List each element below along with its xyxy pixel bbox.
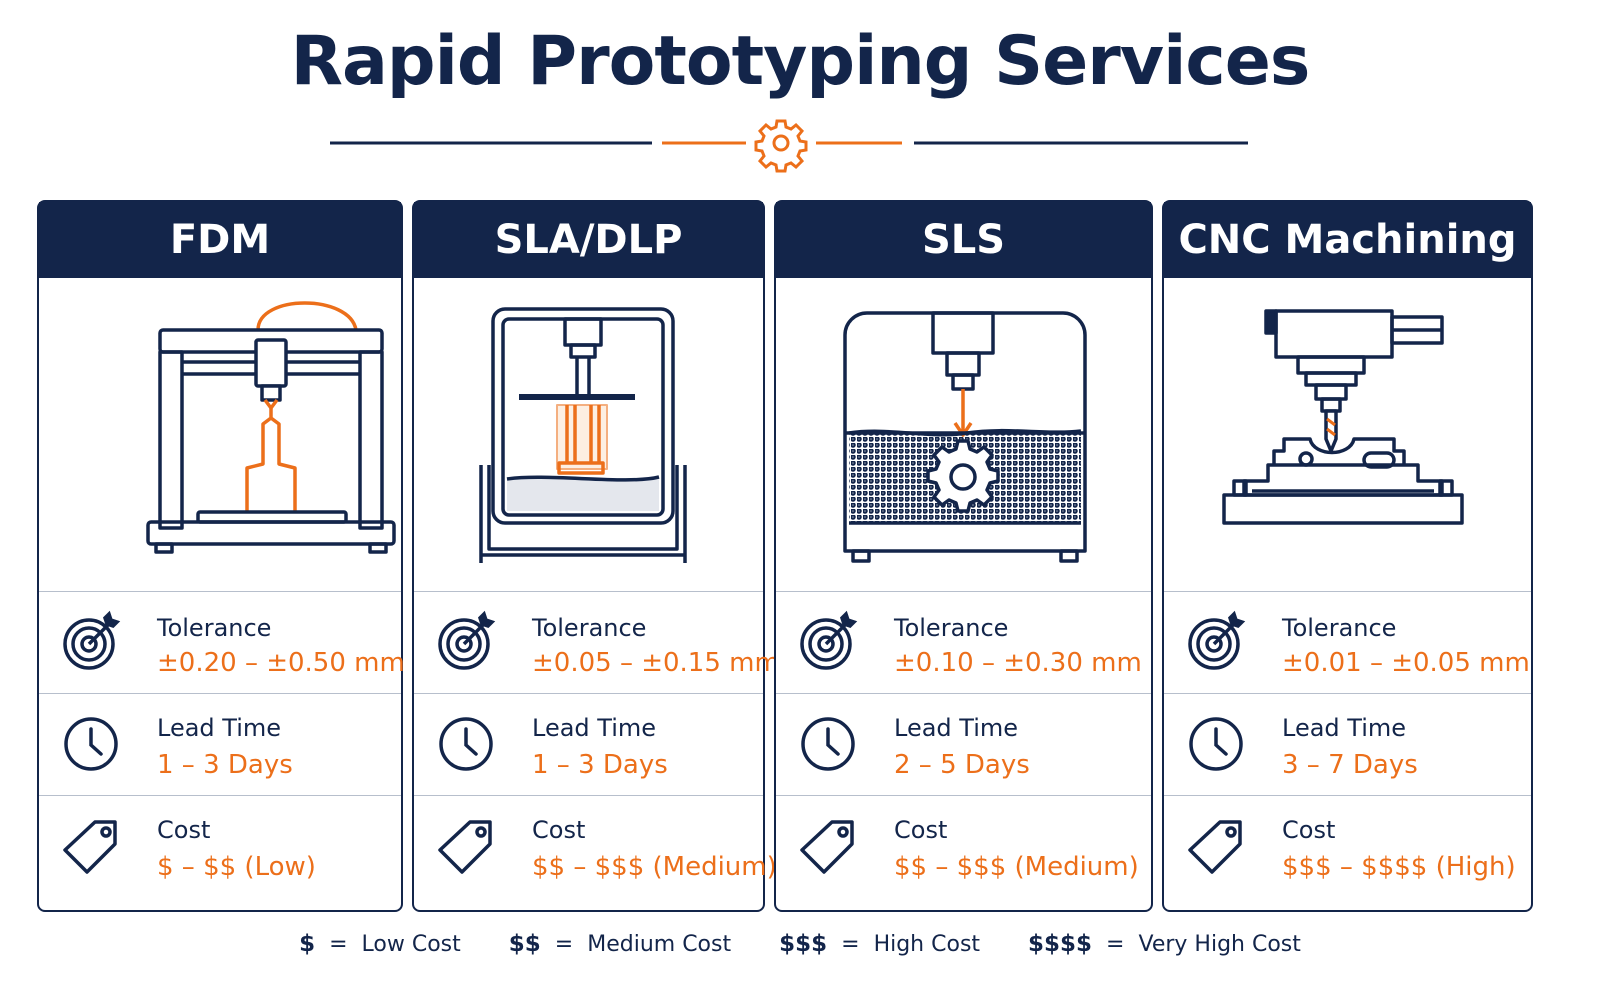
sls-powder-bed-icon	[842, 310, 1087, 563]
lead-time-label: Lead Time	[532, 714, 657, 742]
card-title: SLA/DLP	[414, 202, 763, 278]
cost-label: Cost	[894, 816, 948, 844]
legend-item: $$$$ = Very High Cost	[1028, 931, 1301, 957]
clock-icon	[64, 717, 118, 771]
clock-icon	[1189, 717, 1243, 771]
target-icon	[63, 610, 121, 670]
cost-row: Cost $$ – $$$ (Medium)	[776, 796, 1151, 912]
title-divider	[330, 119, 1248, 173]
cnc-mill-icon	[1221, 308, 1464, 525]
target-icon	[800, 610, 858, 670]
lead-time-label: Lead Time	[157, 714, 282, 742]
tolerance-value: ±0.05 – ±0.15 mm	[532, 648, 780, 678]
service-card-sls: SLS	[774, 200, 1153, 912]
service-card-sla-dlp: SLA/DLP Tolerance ±	[412, 200, 780, 912]
legend-item: $$$ = High Cost	[779, 931, 980, 957]
cost-row: Cost $$ – $$$ (Medium)	[414, 796, 777, 912]
cost-label: Cost	[1282, 816, 1336, 844]
service-card-fdm: FDM Tol	[37, 200, 405, 912]
card-title: CNC Machining	[1164, 202, 1531, 278]
legend-meaning: Very High Cost	[1138, 931, 1301, 957]
lead-time-value: 2 – 5 Days	[894, 750, 1030, 780]
clock-icon	[439, 717, 493, 771]
lead-time-row: Lead Time 2 – 5 Days	[776, 694, 1151, 796]
price-tag-icon	[800, 820, 854, 874]
clock-icon	[801, 717, 855, 771]
lead-time-value: 3 – 7 Days	[1282, 750, 1418, 780]
price-tag-icon	[1188, 820, 1242, 874]
legend-symbol: $$$	[779, 931, 828, 957]
tolerance-value: ±0.01 – ±0.05 mm	[1282, 648, 1530, 678]
price-tag-icon	[63, 820, 117, 874]
tolerance-value: ±0.20 – ±0.50 mm	[157, 648, 405, 678]
cost-row: Cost $ – $$ (Low)	[39, 796, 401, 912]
cost-value: $$ – $$$ (Medium)	[532, 852, 777, 882]
tolerance-row: Tolerance ±0.05 – ±0.15 mm	[414, 592, 780, 694]
tolerance-label: Tolerance	[1282, 614, 1397, 642]
lead-time-value: 1 – 3 Days	[157, 750, 293, 780]
gear-icon	[754, 119, 808, 173]
tolerance-label: Tolerance	[894, 614, 1009, 642]
price-tag-icon	[438, 820, 492, 874]
legend-symbol: $$$$	[1028, 931, 1093, 957]
lead-time-label: Lead Time	[894, 714, 1019, 742]
cost-label: Cost	[157, 816, 211, 844]
tolerance-label: Tolerance	[532, 614, 647, 642]
tolerance-value: ±0.10 – ±0.30 mm	[894, 648, 1142, 678]
legend-item: $$ = Medium Cost	[509, 931, 731, 957]
card-title: SLS	[776, 202, 1151, 278]
legend-equals: =	[841, 931, 860, 957]
cost-legend: $ = Low Cost $$ = Medium Cost $$$ = High…	[0, 926, 1600, 962]
legend-item: $ = Low Cost	[299, 931, 461, 957]
lead-time-value: 1 – 3 Days	[532, 750, 668, 780]
target-icon	[438, 610, 496, 670]
fdm-printer-icon	[146, 300, 396, 554]
legend-symbol: $$	[508, 931, 541, 957]
tolerance-row: Tolerance ±0.20 – ±0.50 mm	[39, 592, 405, 694]
lead-time-row: Lead Time 1 – 3 Days	[39, 694, 401, 796]
sla-resin-printer-icon	[478, 306, 687, 563]
card-title: FDM	[39, 202, 401, 278]
legend-equals: =	[329, 931, 348, 957]
lead-time-row: Lead Time 3 – 7 Days	[1164, 694, 1531, 796]
legend-symbol: $	[299, 931, 316, 957]
cost-value: $$$ – $$$$ (High)	[1282, 852, 1516, 882]
legend-meaning: Medium Cost	[587, 931, 732, 957]
lead-time-row: Lead Time 1 – 3 Days	[414, 694, 763, 796]
lead-time-label: Lead Time	[1282, 714, 1407, 742]
tolerance-row: Tolerance ±0.10 – ±0.30 mm	[776, 592, 1151, 694]
cost-value: $ – $$ (Low)	[157, 852, 316, 882]
cost-value: $$ – $$$ (Medium)	[894, 852, 1139, 882]
service-card-cnc-machining: CNC Machining	[1162, 200, 1533, 912]
legend-meaning: High Cost	[873, 931, 981, 957]
legend-equals: =	[1106, 931, 1125, 957]
cost-row: Cost $$$ – $$$$ (High)	[1164, 796, 1531, 912]
tolerance-label: Tolerance	[157, 614, 272, 642]
tolerance-row: Tolerance ±0.01 – ±0.05 mm	[1164, 592, 1531, 694]
legend-equals: =	[554, 931, 574, 957]
target-icon	[1188, 610, 1246, 670]
page-title: Rapid Prototyping Services	[290, 22, 1311, 101]
cost-label: Cost	[532, 816, 586, 844]
legend-meaning: Low Cost	[361, 931, 461, 957]
